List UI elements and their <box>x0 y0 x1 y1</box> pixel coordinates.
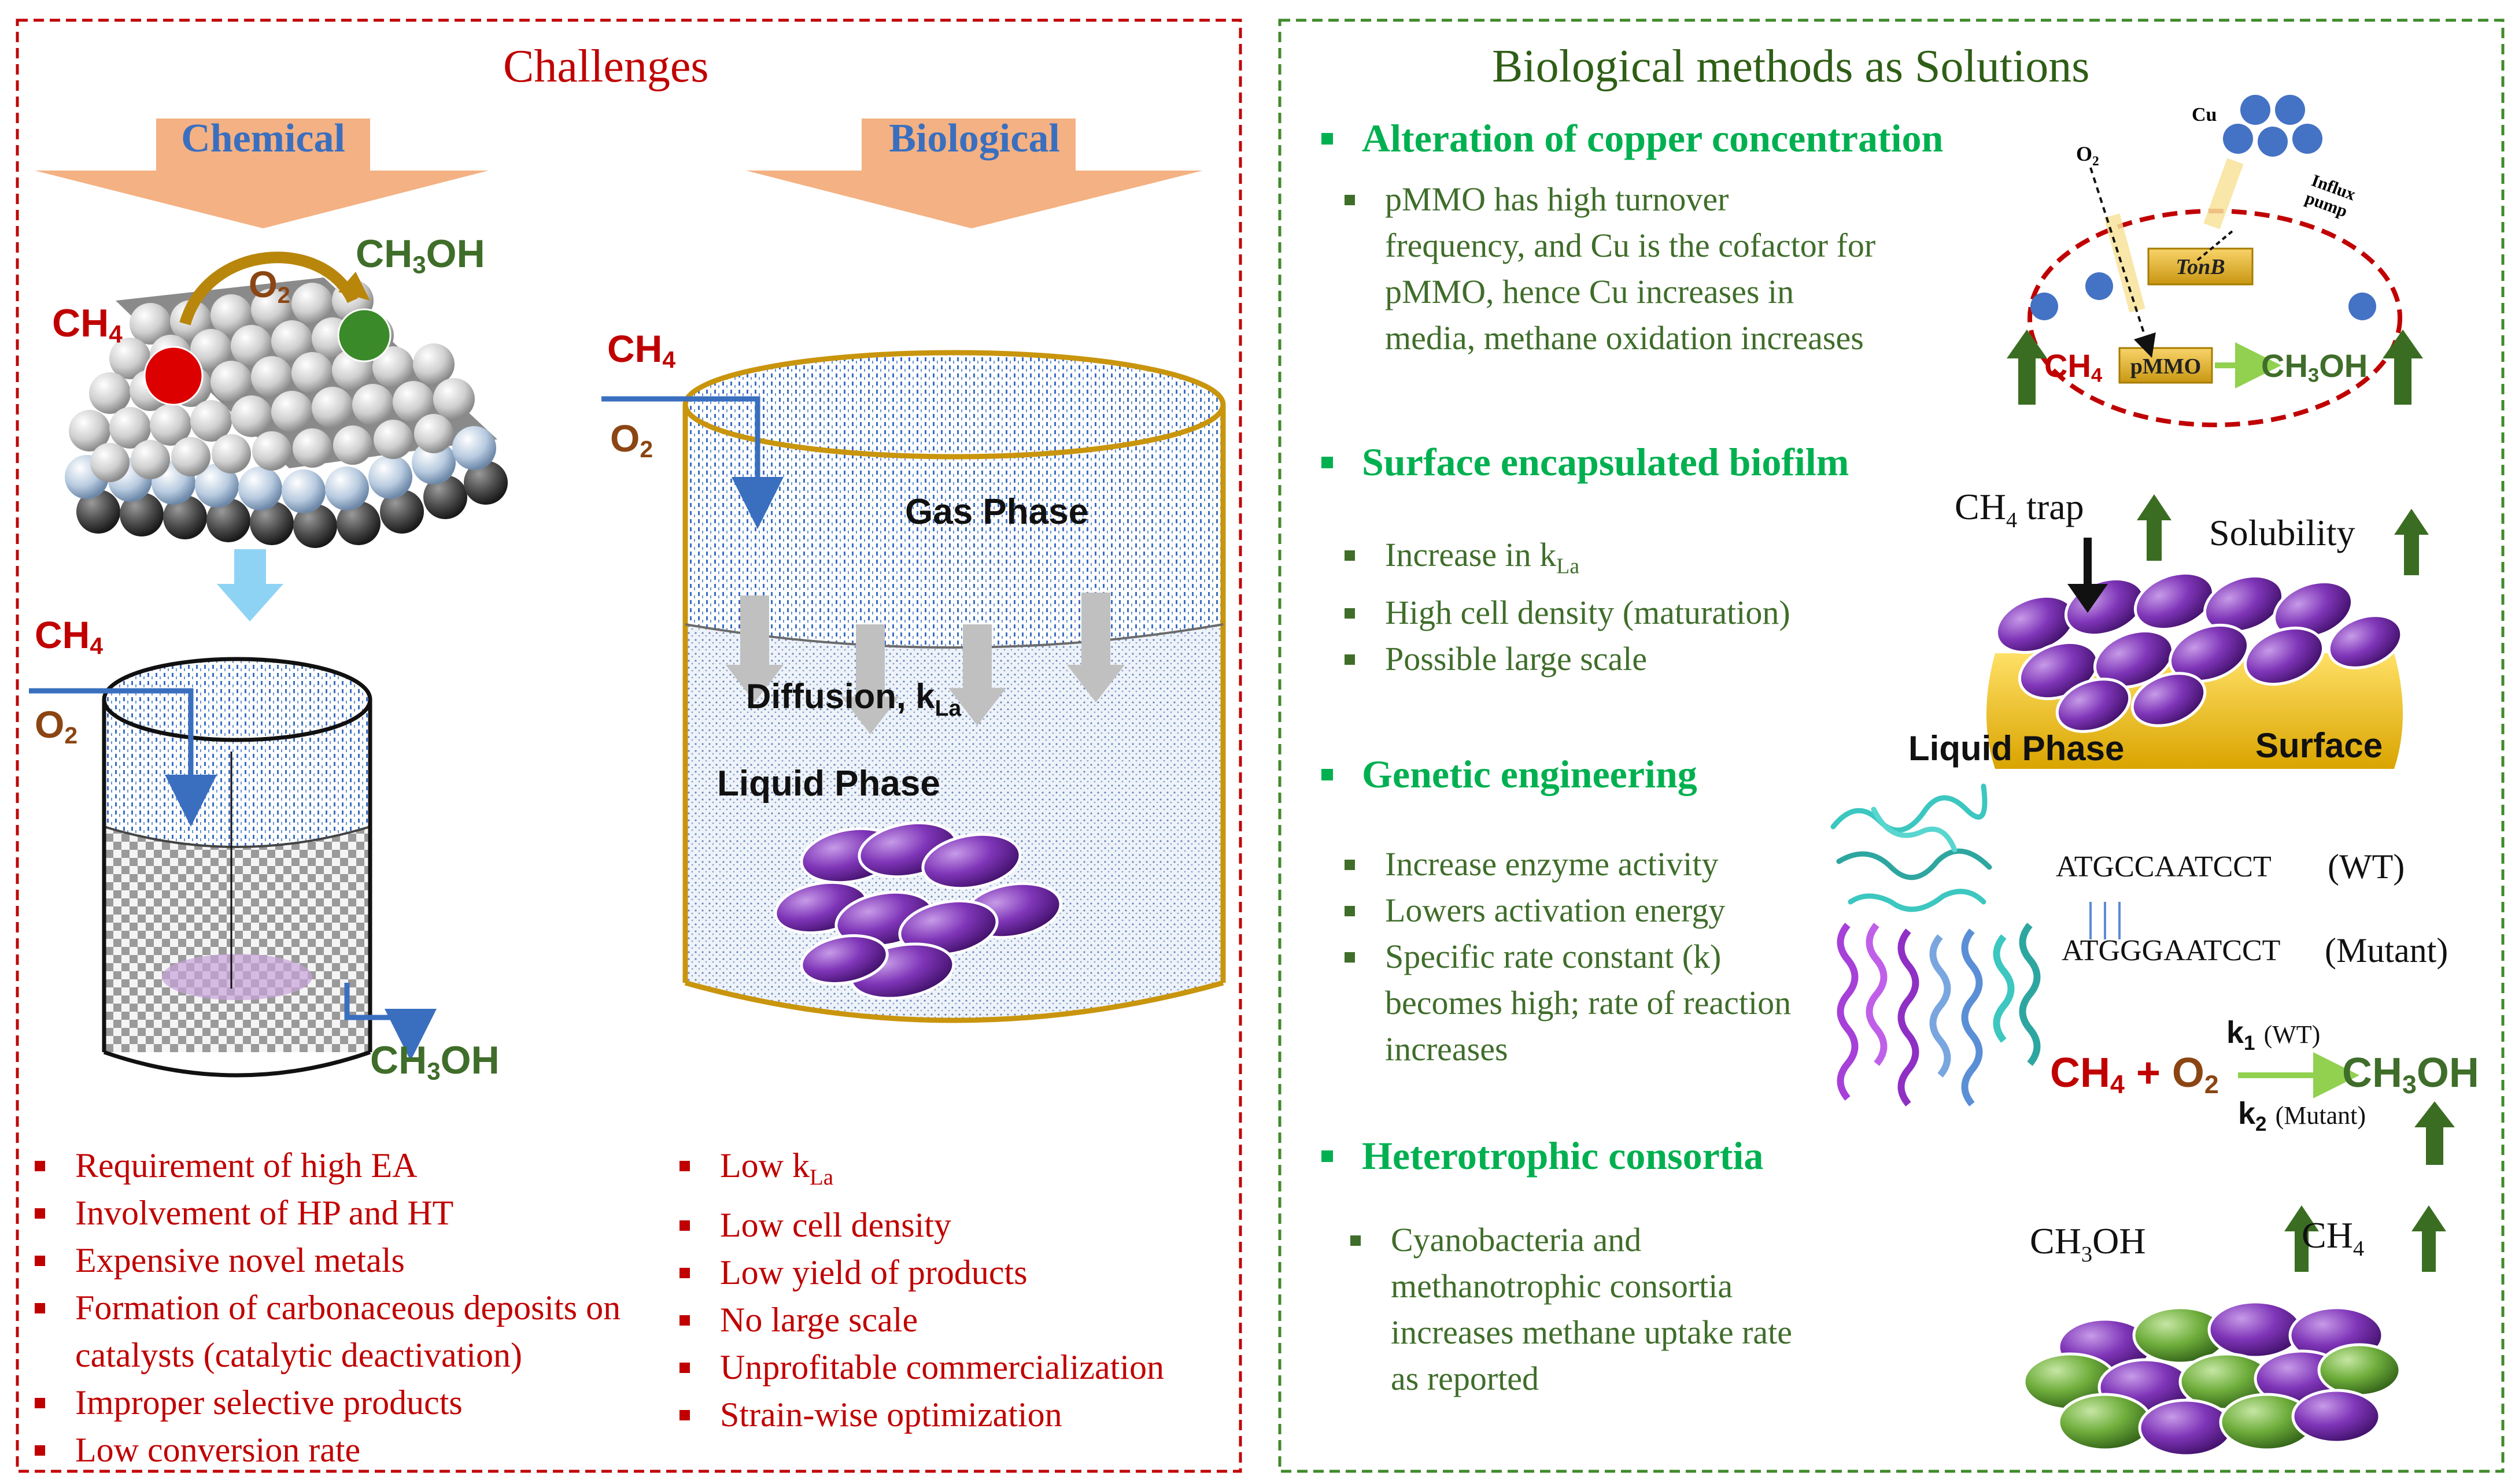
reactor-ch4-label: CH4 <box>35 613 104 660</box>
biofilm-figure <box>1986 494 2429 769</box>
list-item: Unprofitable commercialization <box>679 1344 1229 1391</box>
biological-label: Biological <box>889 116 1060 161</box>
consortia-ch4-label: CH4 <box>2302 1215 2365 1261</box>
consortia-figure <box>2022 1205 2446 1457</box>
biological-reactor <box>601 350 1226 1023</box>
solubility-label: Solubility <box>2209 512 2355 553</box>
product-label: CH3OH <box>2342 1050 2479 1100</box>
list-item: Specific rate constant (k) becomes high;… <box>1345 934 1807 1072</box>
list-item: Expensive novel metals <box>35 1237 659 1284</box>
chemical-label: Chemical <box>181 116 345 161</box>
biofilm-surface-label: Surface <box>2255 726 2383 765</box>
list-item: Low conversion rate <box>35 1426 659 1474</box>
consortia-ch3oh-label: CH3OH <box>2030 1220 2146 1267</box>
catalyst-ch3oh-label: CH3OH <box>356 232 485 279</box>
o2-label: O2 <box>2076 142 2099 169</box>
copper-figure <box>2007 95 2423 427</box>
list-item: Low yield of products <box>679 1249 1229 1296</box>
list-item: Involvement of HP and HT <box>35 1189 659 1237</box>
list-item: High cell density (maturation) <box>1345 590 1865 636</box>
copper-ch3oh-label: CH3OH <box>2261 347 2368 387</box>
biofilm-liquid-label: Liquid Phase <box>1908 729 2125 768</box>
section-heading-consortia: Heterotrophic consortia <box>1321 1133 1763 1179</box>
catalyst-ch4-label: CH4 <box>52 301 123 348</box>
list-item: Requirement of high EA <box>35 1142 659 1189</box>
genetic-points: Increase enzyme activity Lowers activati… <box>1345 841 1807 1072</box>
liquid-phase-label: Liquid Phase <box>717 764 940 804</box>
list-item: Formation of carbonaceous deposits on ca… <box>35 1284 659 1379</box>
solutions-title: Biological methods as Solutions <box>1492 41 2090 92</box>
list-item: pMMO has high turnover frequency, and Cu… <box>1345 176 1877 361</box>
k1-label: k1 (WT) <box>2226 1015 2321 1054</box>
bioreactor-ch4-label: CH4 <box>607 327 676 373</box>
list-item: Increase in kLa <box>1345 532 1865 590</box>
cu-label: Cu <box>2192 104 2217 125</box>
chemical-challenges-list: Requirement of high EA Involvement of HP… <box>35 1142 659 1474</box>
list-item: No large scale <box>679 1296 1229 1344</box>
tonb-box: TonB <box>2176 255 2225 279</box>
ch4-trap-label: CH4 trap <box>1955 486 2084 532</box>
copper-points: pMMO has high turnover frequency, and Cu… <box>1345 176 1877 361</box>
consortia-points: Cyanobacteria and methanotrophic consort… <box>1350 1217 1813 1402</box>
list-item: Low kLa <box>679 1142 1229 1201</box>
list-item: Cyanobacteria and methanotrophic consort… <box>1350 1217 1813 1402</box>
solutions-panel-border <box>1278 18 2505 1473</box>
catalyst-o2-label: O2 <box>249 264 290 308</box>
wt-label: (WT) <box>2328 848 2405 886</box>
pmmo-box: pMMO <box>2130 354 2202 379</box>
mutant-sequence: ATGGGAATCCT <box>2062 934 2281 967</box>
chemical-arrow <box>35 119 489 228</box>
biological-arrow <box>746 119 1203 228</box>
list-item: Possible large scale <box>1345 636 1865 682</box>
biological-challenges-list: Low kLa Low cell density Low yield of pr… <box>679 1142 1229 1438</box>
section-heading-biofilm: Surface encapsulated biofilm <box>1321 439 1849 485</box>
reactants-label: CH4 + O2 <box>2050 1050 2219 1100</box>
copper-ch4-label: CH4 <box>2044 347 2103 387</box>
challenges-title: Challenges <box>503 41 709 92</box>
biofilm-points: Increase in kLa High cell density (matur… <box>1345 532 1865 682</box>
section-heading-copper: Alteration of copper concentration <box>1321 116 1943 161</box>
diffusion-label: Diffusion, kLa <box>746 677 962 721</box>
chemical-reactor <box>29 657 437 1078</box>
wt-sequence: ATGCCAATCCT <box>2056 850 2272 883</box>
mutant-label: (Mutant) <box>2325 931 2448 969</box>
section-heading-genetic: Genetic engineering <box>1321 752 1697 797</box>
list-item: Low cell density <box>679 1201 1229 1249</box>
reactor-o2-label: O2 <box>35 703 78 749</box>
catalyst-to-reactor-arrow <box>217 549 283 621</box>
ch3oh-molecule-dot <box>337 308 392 362</box>
list-item: Increase enzyme activity <box>1345 841 1807 887</box>
list-item: Improper selective products <box>35 1379 659 1426</box>
gas-phase-label: Gas Phase <box>905 492 1089 532</box>
protein-structure-figure <box>1830 783 2455 1165</box>
list-item: Strain-wise optimization <box>679 1391 1229 1438</box>
k2-label: k2 (Mutant) <box>2238 1096 2366 1135</box>
catalyst-slab <box>65 251 508 548</box>
reactor-ch3oh-label: CH3OH <box>370 1038 500 1085</box>
ch4-molecule-dot <box>143 346 204 406</box>
bioreactor-o2-label: O2 <box>610 417 653 463</box>
challenges-panel-border <box>16 18 1242 1473</box>
list-item: Lowers activation energy <box>1345 887 1807 934</box>
